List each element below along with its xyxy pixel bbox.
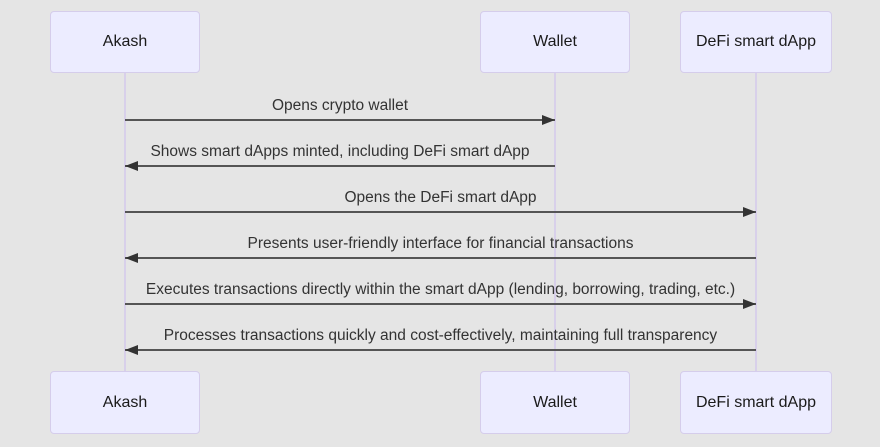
message-label: Opens crypto wallet <box>271 97 409 114</box>
actor-box-akash-bottom: Akash <box>50 371 200 434</box>
message-presents-user-friendly-interface: Presents user-friendly interface for fin… <box>125 233 756 263</box>
lifeline-akash <box>124 73 126 371</box>
arrowhead-right-icon <box>542 115 555 125</box>
message-processes-transactions-quickly: Processes transactions quickly and cost-… <box>125 325 756 355</box>
message-opens-the-defi-smart-dapp: Opens the DeFi smart dApp <box>125 187 756 217</box>
arrowhead-left-icon <box>125 253 138 263</box>
message-shows-smart-dapps-minted: Shows smart dApps minted, including DeFi… <box>125 141 555 171</box>
message-label: Presents user-friendly interface for fin… <box>247 235 634 252</box>
actor-box-defi-smart-dapp-top: DeFi smart dApp <box>680 11 832 73</box>
message-label: Executes transactions directly within th… <box>145 281 736 298</box>
lifeline-defi-smart-dapp <box>755 73 757 371</box>
message-label: Processes transactions quickly and cost-… <box>163 327 718 344</box>
message-label: Opens the DeFi smart dApp <box>344 189 537 206</box>
arrowhead-left-icon <box>125 161 138 171</box>
message-arrow-line <box>125 115 555 125</box>
arrowhead-left-icon <box>125 345 138 355</box>
message-opens-crypto-wallet: Opens crypto wallet <box>125 95 555 125</box>
actor-box-defi-smart-dapp-bottom: DeFi smart dApp <box>680 371 832 434</box>
arrowhead-right-icon <box>743 207 756 217</box>
lifeline-wallet <box>554 73 556 371</box>
actor-box-akash-top: Akash <box>50 11 200 73</box>
message-arrow-line <box>125 207 756 217</box>
actor-box-wallet-bottom: Wallet <box>480 371 630 434</box>
message-arrow-line <box>125 161 555 171</box>
message-arrow-line <box>125 345 756 355</box>
arrowhead-right-icon <box>743 299 756 309</box>
message-executes-transactions-directly: Executes transactions directly within th… <box>125 279 756 309</box>
actor-box-wallet-top: Wallet <box>480 11 630 73</box>
message-arrow-line <box>125 299 756 309</box>
message-arrow-line <box>125 253 756 263</box>
message-label: Shows smart dApps minted, including DeFi… <box>150 143 530 160</box>
